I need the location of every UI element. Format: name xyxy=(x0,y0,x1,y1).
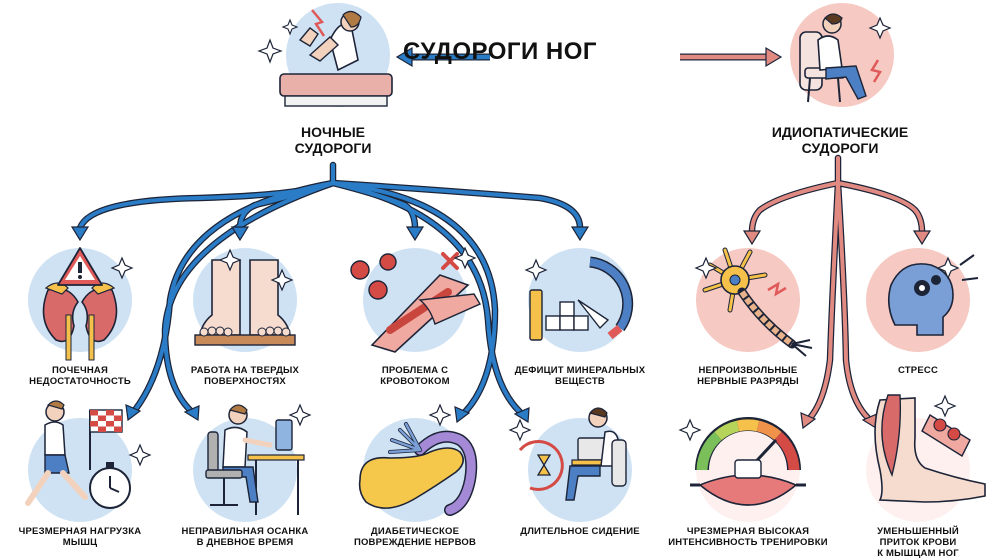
cause-bad-posture-label: НЕПРАВИЛЬНАЯ ОСАНКА В ДНЕВНОЕ ВРЕМЯ xyxy=(181,526,309,548)
cause-reduced-blood-label: УМЕНЬШЕННЫЙ ПРИТОК КРОВИ К МЫШЦАМ НОГ xyxy=(877,526,959,559)
mineral-gauge-icon xyxy=(524,248,634,352)
left-branch-label: НОЧНЫЕ СУДОРОГИ xyxy=(294,124,372,157)
cause-kidney-failure-label: ПОЧЕЧНАЯ НЕДОСТАТОЧНОСТЬ xyxy=(29,365,131,387)
cause-hard-surfaces-label: РАБОТА НА ТВЕРДЫХ ПОВЕРХНОСТЯХ xyxy=(190,365,300,387)
sitting-hourglass-icon xyxy=(508,407,632,522)
pancreas-nerve-icon xyxy=(358,403,478,522)
leg-blood-flow-icon xyxy=(866,394,986,522)
stress-head-icon xyxy=(866,248,979,352)
chair-cramp-icon xyxy=(790,3,894,107)
title-arrow-right xyxy=(680,46,783,68)
desk-posture-icon xyxy=(193,403,312,522)
cause-mineral-deficit-label: ДЕФИЦИТ МИНЕРАЛЬНЫХ ВЕЩЕСТВ xyxy=(514,365,646,387)
cause-high-intensity-label: ЧРЕЗМЕРНАЯ ВЫСОКАЯ ИНТЕНСИВНОСТЬ ТРЕНИРО… xyxy=(668,526,828,548)
title-arrow-left xyxy=(395,46,490,68)
feet-icon xyxy=(193,248,297,352)
night-cramp-bed-icon xyxy=(257,3,393,107)
right-branch-arrows xyxy=(742,154,932,430)
cause-prolonged-sitting-label: ДЛИТЕЛЬНОЕ СИДЕНИЕ xyxy=(520,526,640,537)
cause-diabetic-nerve-label: ДИАБЕТИЧЕСКОЕ ПОВРЕЖДЕНИЕ НЕРВОВ xyxy=(353,526,477,548)
page-title: СУДОРОГИ НОГ xyxy=(403,38,597,65)
cause-stress-label: СТРЕСС xyxy=(897,365,939,376)
cause-muscle-overload-label: ЧРЕЗМЕРНАЯ НАГРУЗКА МЫШЦ xyxy=(18,526,142,548)
left-branch-arrows xyxy=(70,161,590,424)
cause-nerve-discharges-label: НЕПРОИЗВОЛЬНЫЕ НЕРВНЫЕ РАЗРЯДЫ xyxy=(697,365,799,387)
right-branch-label: ИДИОПАТИЧЕСКИЕ СУДОРОГИ xyxy=(771,124,909,157)
blood-vessel-icon xyxy=(350,246,482,353)
kidney-warning-icon xyxy=(28,247,134,361)
muscle-gauge-icon xyxy=(678,417,806,522)
runner-stopwatch-icon xyxy=(25,400,152,522)
cause-blood-flow-label: ПРОБЛЕМА С КРОВОТОКОМ xyxy=(380,365,450,387)
neuron-icon xyxy=(694,247,813,357)
